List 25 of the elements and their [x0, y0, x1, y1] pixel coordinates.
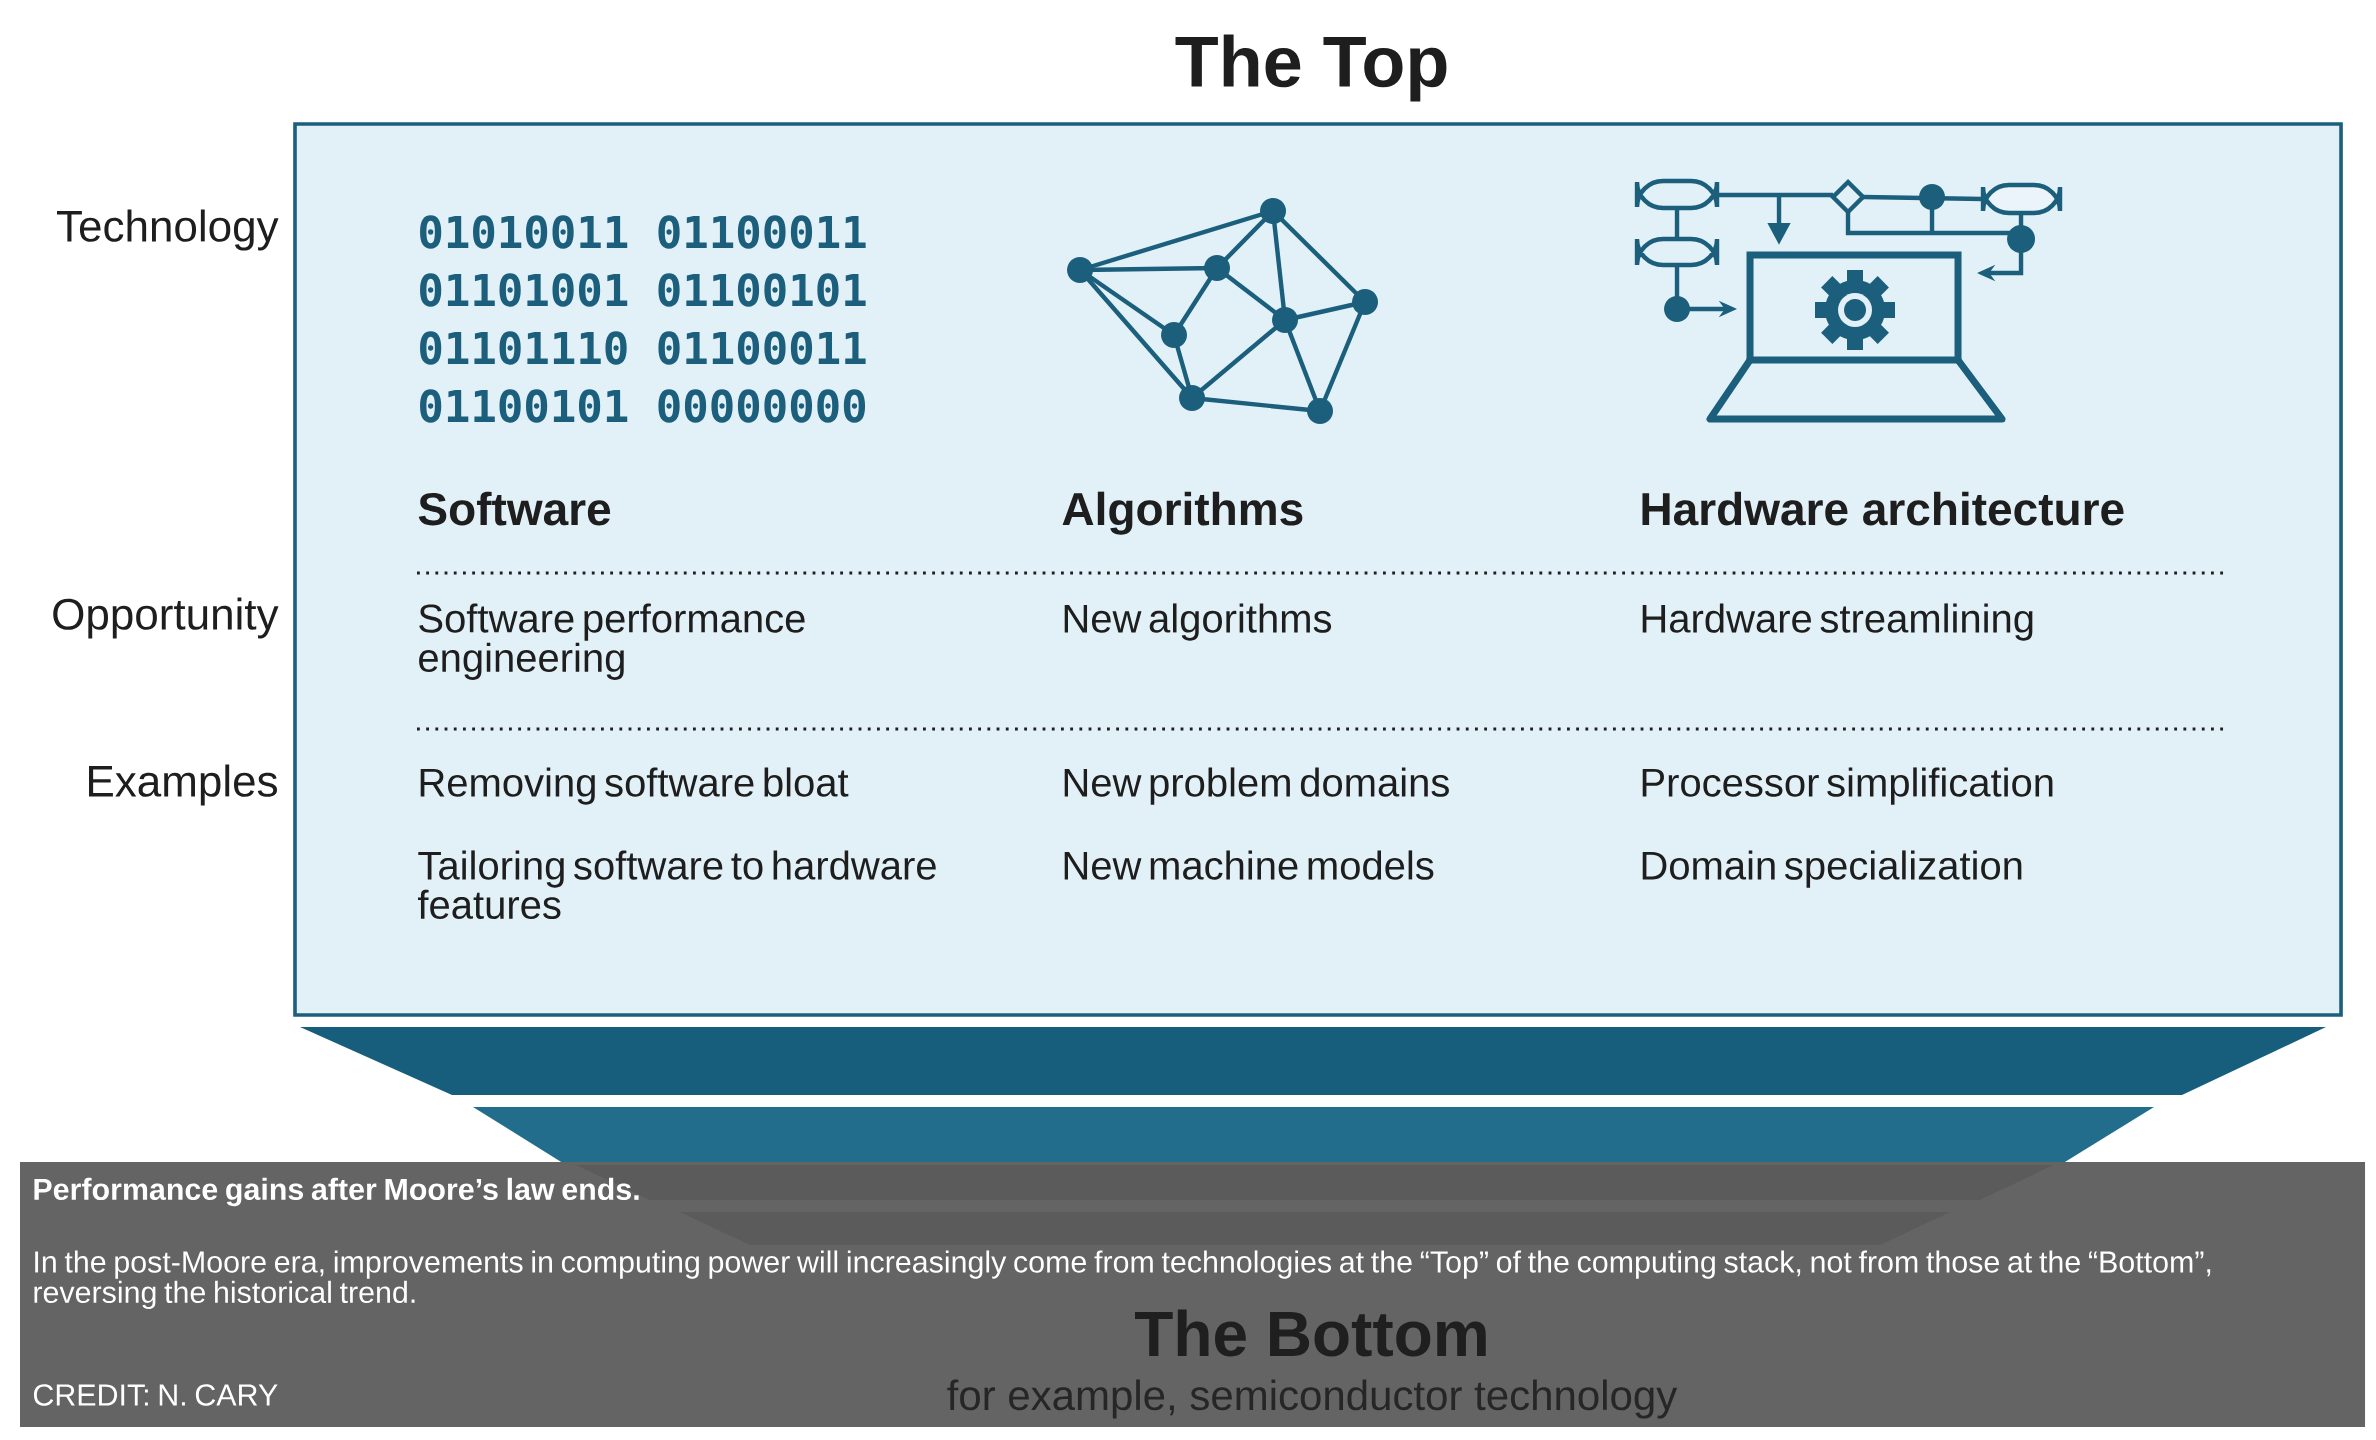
opportunity-text: Hardware streamlining: [1642, 603, 2033, 641]
binary-code: 01100101 00000000: [420, 389, 866, 423]
stack-layer: [473, 1107, 2155, 1165]
bottom-heading: The Bottom: [1135, 1309, 1486, 1357]
example-text: Processor simplification: [1642, 767, 2053, 805]
caption-text: In the post-Moore era, improvements in computing power will increasingly come from technologies at the “Top” of the computing stack, not from those at the “Bottom”, reversing the historical trend.: [34, 1250, 2211, 1310]
opportunity-text: Software performance engineering: [419, 603, 805, 680]
caption-heading: Performance gains after Moore’s law ends.: [34, 1177, 639, 1207]
node-label: The Top: [1175, 34, 1447, 102]
column-heading: Software: [418, 491, 611, 526]
example-text: New problem domains: [1064, 767, 1449, 805]
example-text: New machine models: [1064, 850, 1434, 880]
example-text: Tailoring software to hardware features: [417, 850, 936, 919]
opportunity-text: New algorithms: [1064, 603, 1332, 641]
binary-code: 01101001 01100101: [420, 273, 866, 307]
column-heading: Hardware architecture: [1642, 491, 2124, 526]
example-text: Removing software bloat: [420, 767, 849, 805]
bottom-subtitle: for example, semiconductor technology: [947, 1379, 1678, 1419]
column-heading: Algorithms: [1062, 491, 1303, 535]
stack-layer: [300, 1027, 2327, 1095]
binary-code: 01010011 01100011: [420, 215, 866, 249]
example-text: Domain specialization: [1642, 850, 2022, 888]
credit-line: CREDIT: N. CARY: [33, 1384, 278, 1406]
caption-panel: [20, 1162, 2366, 1427]
binary-code: 01101110 01100011: [420, 331, 866, 365]
